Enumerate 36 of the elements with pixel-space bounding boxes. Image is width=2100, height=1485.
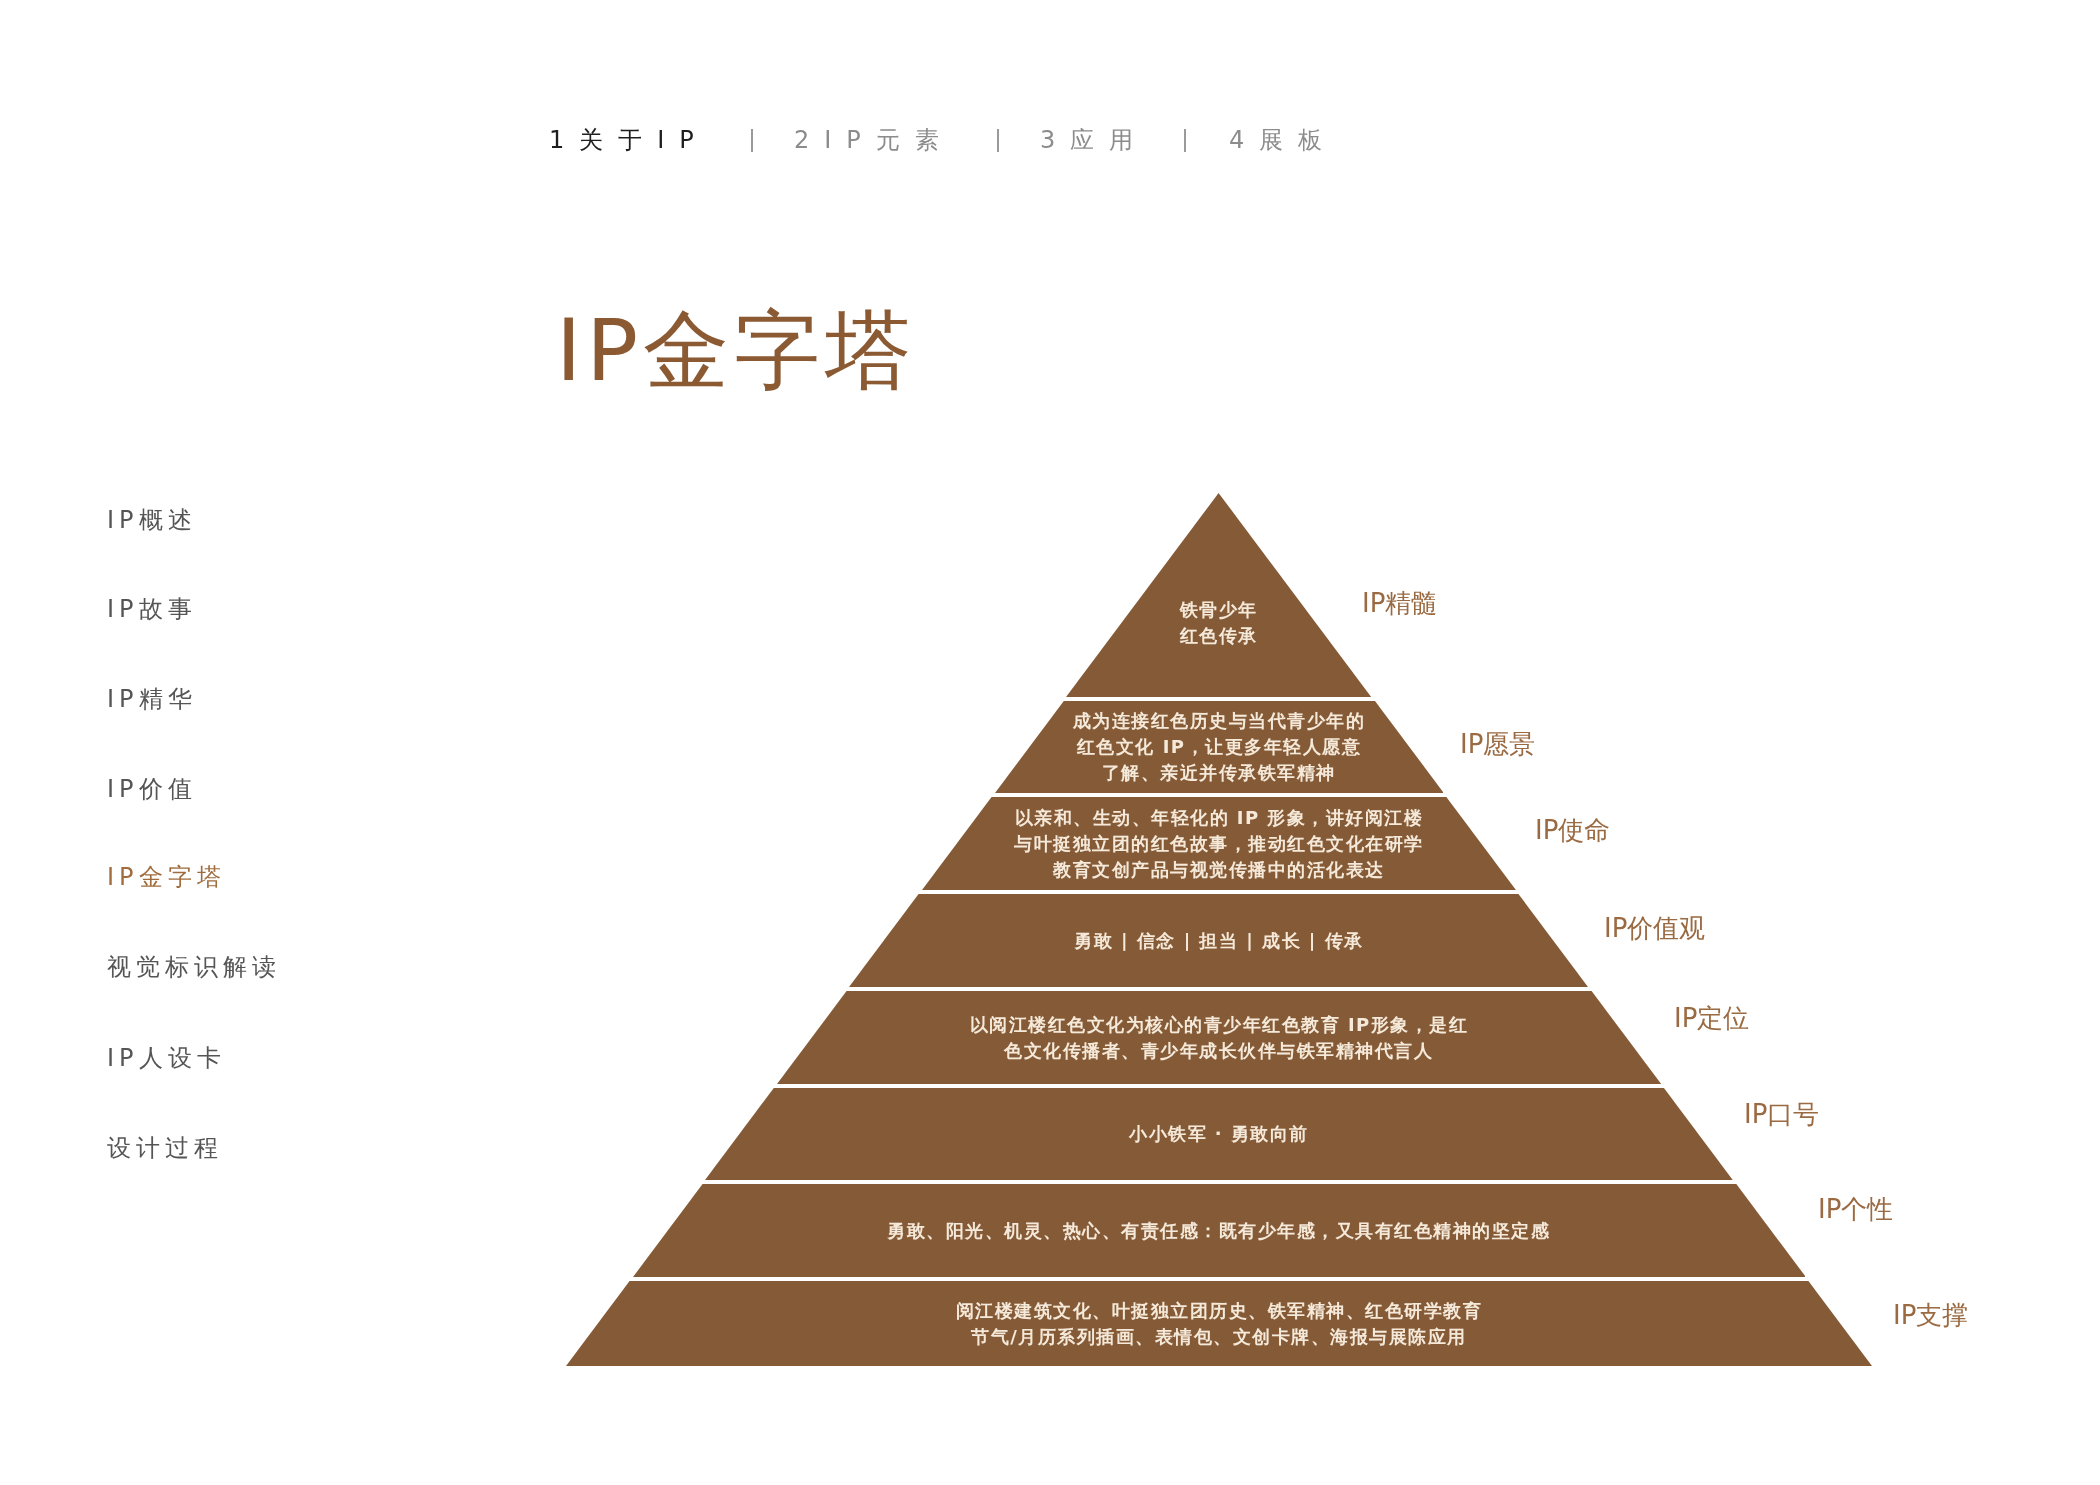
pyramid-layer [632, 1184, 1806, 1277]
pyramid-layer [776, 991, 1662, 1084]
menu-item: IP价值 [107, 774, 192, 804]
layer-label: IP个性 [1818, 1193, 1894, 1225]
layer-label: IP愿景 [1460, 728, 1536, 760]
nav-label: 3应用 [1040, 125, 1134, 155]
layer-text: 勇敢 | 信念 | 担当 | 成长 | 传承 [1074, 928, 1364, 953]
pyramid-layer [922, 797, 1516, 890]
layer-label: IP定位 [1674, 1002, 1750, 1034]
layer-label: IP精髓 [1362, 587, 1438, 619]
menu-item: IP人设卡 [107, 1043, 221, 1073]
pyramid-layer [849, 894, 1589, 987]
layer-text: 以亲和、生动、年轻化的 IP 形象，讲好阅江楼与叶挺独立团的红色故事，推动红色文化在研学教育文创产品与视觉传播中的活化表达 [1013, 805, 1425, 882]
layer-text: 小小铁军 · 勇敢向前 [1129, 1122, 1309, 1146]
layer-label: IP口号 [1744, 1098, 1820, 1130]
menu-item: IP故事 [107, 594, 192, 624]
layer-label: IP支撑 [1893, 1299, 1969, 1331]
layer-text: 以阅江楼红色文化为核心的青少年红色教育 IP形象，是红色文化传播者、青少年成长伙伴与铁军精神代言人 [969, 1012, 1469, 1063]
menu-item: IP概述 [107, 505, 192, 535]
nav-label: 2IP元素 [794, 125, 939, 155]
layer-label: IP使命 [1535, 814, 1611, 846]
layer-text: 铁骨少年红色传承 [1178, 598, 1259, 648]
layer-label: IP价值观 [1604, 912, 1706, 944]
page-title: IP金字塔 [556, 300, 912, 400]
menu-item: IP精华 [107, 684, 192, 714]
layer-text: 阅江楼建筑文化、叶挺独立团历史、铁军精神、红色研学教育节气/月历系列插画、表情包、文创卡牌、海报与展陈应用 [954, 1298, 1484, 1349]
menu-item: IP金字塔 [107, 862, 221, 892]
layer-text: 成为连接红色历史与当代青少年的红色文化 IP，让更多年轻人愿意了解、亲近并传承铁军精神 [1071, 709, 1367, 785]
nav-label: 1关于IP [549, 125, 694, 155]
menu-item: 设计过程 [107, 1133, 218, 1163]
pyramid-layer [566, 1281, 1872, 1366]
menu-item: 视觉标识解读 [107, 952, 276, 982]
nav-label: 4展板 [1229, 125, 1323, 155]
layer-text: 勇敢、阳光、机灵、热心、有责任感：既有少年感，又具有红色精神的坚定感 [887, 1218, 1551, 1243]
pyramid-layer [705, 1088, 1733, 1180]
pyramid-layer [994, 701, 1444, 793]
